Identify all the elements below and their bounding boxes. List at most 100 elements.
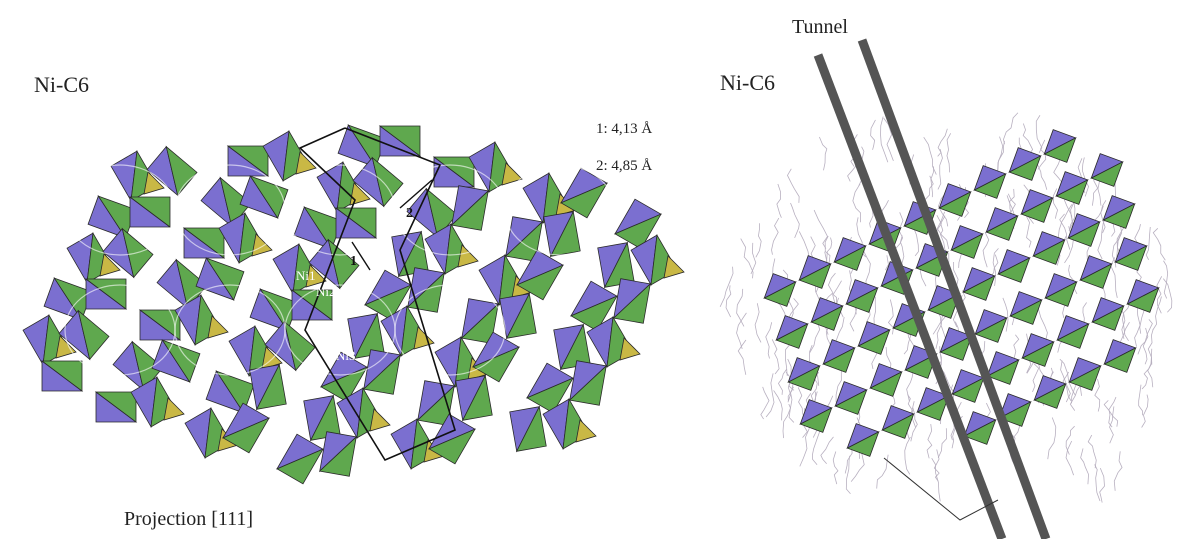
octahedron-face [504, 220, 543, 262]
octahedron-face [128, 196, 171, 228]
ligand-chain [765, 373, 775, 418]
octahedron-face [775, 323, 809, 349]
octahedron-face [763, 281, 797, 307]
octahedron-face [371, 156, 404, 208]
octahedron-face [846, 431, 880, 457]
ligand-chain [935, 311, 947, 349]
ligand-chain [776, 183, 782, 218]
octahedron-face [570, 295, 618, 332]
ligand-chain [992, 248, 999, 287]
octahedron-face [1056, 323, 1090, 349]
ligand-chain [788, 386, 795, 423]
left-panel-title: Ni-C6 [34, 72, 89, 97]
octahedron-face [787, 365, 821, 391]
ligand-chain [982, 232, 990, 268]
octahedron-face [973, 173, 1007, 199]
octahedron-face [869, 371, 903, 397]
tetrahedron-face [295, 151, 317, 175]
ligand-chain [1134, 305, 1141, 347]
octahedron-face [1021, 341, 1055, 367]
octahedron-face [450, 189, 489, 231]
ligand-chain [1003, 112, 1019, 145]
ligand-chain [1163, 278, 1173, 313]
tetrahedron-face [501, 162, 523, 186]
ligand-chain [1092, 174, 1099, 206]
octahedron-face [226, 145, 269, 177]
ligand-chain [1099, 467, 1105, 503]
ligand-chain [740, 238, 754, 279]
octahedron-face [249, 175, 289, 219]
ligand-chain [832, 451, 839, 485]
ligand-chain [826, 237, 833, 269]
path-label-2: 2 [406, 206, 413, 221]
ligand-chain [771, 339, 780, 375]
tetrahedron-face [575, 419, 597, 443]
octahedron-face [1103, 347, 1137, 373]
ligand-chain [1147, 329, 1154, 365]
ligand-chain [812, 429, 821, 465]
octahedron-face [472, 346, 520, 383]
octahedron-face [318, 435, 357, 477]
ligand-chain [736, 288, 745, 327]
tetrahedron-face [207, 315, 229, 339]
ligand-chain [813, 209, 828, 249]
octahedron-face [320, 366, 368, 403]
octahedron-face [938, 191, 972, 217]
octahedron-face [84, 278, 127, 310]
octahedron-face [927, 293, 961, 319]
octahedron-face [612, 282, 651, 324]
polyhedral-framework-perspective [763, 129, 1160, 457]
octahedron-face [950, 233, 984, 259]
ligand-chain [1059, 213, 1071, 250]
cell-edge [298, 127, 456, 462]
ligand-chain [787, 168, 800, 203]
ligand-chain [923, 136, 937, 175]
octahedron-face [951, 377, 985, 403]
ligand-chain [939, 215, 946, 251]
octahedron-face [974, 317, 1008, 343]
ligand-chain [1026, 216, 1032, 248]
octahedron-face [549, 210, 581, 257]
octahedron-face [1055, 179, 1089, 205]
ligand-chain [1147, 348, 1154, 388]
ligand-chain [1103, 400, 1119, 427]
ligand-chain [1052, 188, 1059, 219]
octahedron-face [362, 353, 401, 395]
octahedron-face [1068, 365, 1102, 391]
ligand-chain [1059, 358, 1076, 396]
ligand-chain [1138, 384, 1144, 416]
ligand-chain [1047, 417, 1057, 460]
ligand-chain [1163, 260, 1169, 299]
ligand-chain [1094, 464, 1101, 502]
tunnel-markers [813, 38, 1051, 539]
ligand-chain [790, 202, 800, 238]
unit-cell-outline [298, 127, 456, 462]
ligand-chain [1037, 139, 1047, 170]
octahedron-face [1020, 197, 1054, 223]
right-panel-title: Ni-C6 [720, 70, 775, 95]
ligand-chain [936, 211, 950, 250]
ligand-chain [725, 285, 732, 318]
axis-indicator [883, 457, 999, 521]
octahedron-face [505, 292, 537, 339]
octahedron-face [432, 156, 475, 188]
octahedron-face [798, 263, 832, 289]
ligand-chain [797, 387, 806, 421]
ligand-chain [880, 116, 889, 163]
octahedron-face [1126, 287, 1160, 313]
ligand-chain [1022, 123, 1034, 155]
ligand-chain [1032, 363, 1040, 393]
ligand-chain [870, 119, 876, 150]
octahedron-face [985, 215, 1019, 241]
ligand-chain [852, 183, 861, 223]
atom-label-ni3: Ni3 [336, 348, 356, 363]
ligand-chain [937, 128, 948, 157]
tetrahedron-face [143, 171, 165, 195]
ligand-chain [1060, 360, 1071, 403]
octahedron-face [77, 309, 110, 361]
ligand-chain [824, 272, 836, 303]
ligand-chain [1035, 115, 1043, 153]
octahedron-face [799, 407, 833, 433]
distance-arrow-2 [399, 179, 433, 209]
ligand-chain [1145, 226, 1151, 261]
